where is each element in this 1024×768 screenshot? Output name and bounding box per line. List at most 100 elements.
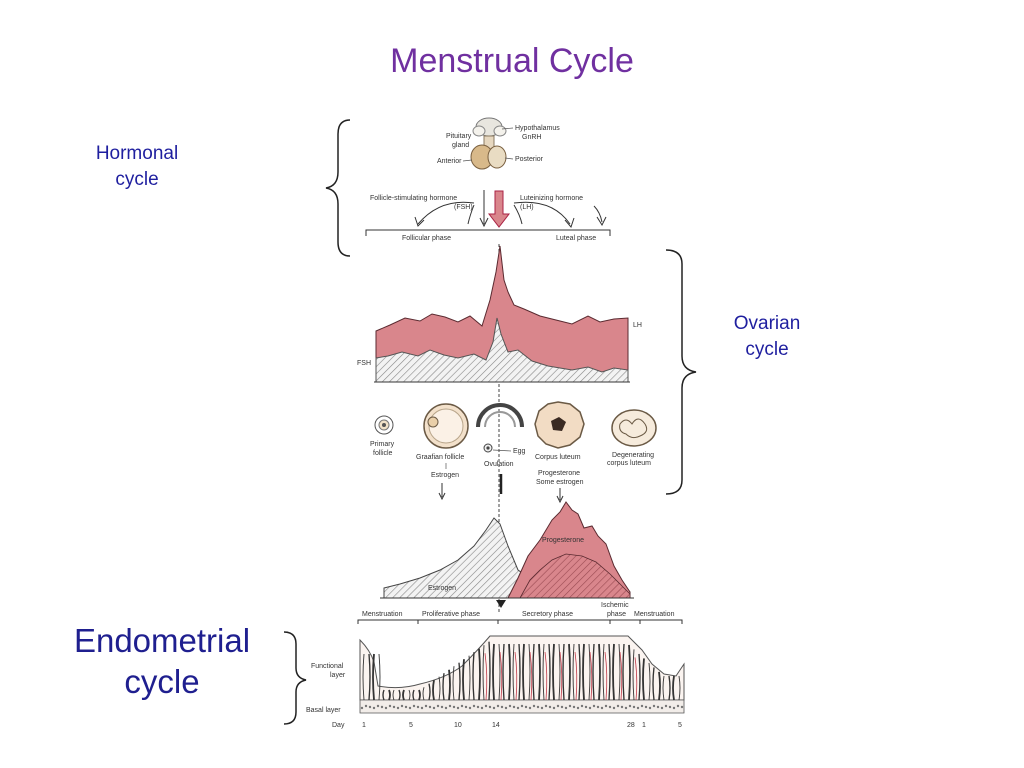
basal-cell — [576, 706, 580, 710]
basal-cell — [568, 704, 572, 708]
gnrh-label: GnRH — [522, 134, 541, 141]
gland-stroke — [622, 643, 625, 701]
blood-vessel — [559, 651, 563, 701]
page-title: Menstrual Cycle — [390, 42, 634, 80]
gland-stroke — [522, 643, 525, 701]
basal-cell — [472, 704, 476, 708]
degenerating-corpus-luteum-icon — [611, 409, 657, 447]
functional-layer-label-2: layer — [330, 672, 346, 679]
basal-cell — [668, 705, 672, 709]
basal-cell — [520, 704, 524, 708]
lh-hormone-label: Luteinizing hormone — [520, 195, 583, 202]
gland-stroke — [368, 653, 371, 701]
basal-cell — [624, 706, 628, 710]
blood-vessel — [574, 651, 578, 701]
basal-cell — [612, 706, 616, 710]
gland-stroke — [518, 643, 521, 701]
gland-stroke — [642, 658, 645, 701]
day-tick-14: 14 — [492, 722, 500, 729]
basal-cell — [388, 704, 392, 708]
basal-cell — [500, 705, 504, 709]
gland-stroke — [502, 643, 505, 701]
gnrh-arrow-icon — [487, 190, 511, 228]
basal-cell — [428, 705, 432, 709]
basal-cell — [452, 705, 456, 709]
hormonal-label-line2: cycle — [115, 168, 159, 190]
basal-cell — [680, 705, 684, 709]
gland-stroke — [512, 643, 515, 701]
corpus-luteum-icon — [534, 401, 585, 449]
progesterone-hatch-area — [519, 553, 631, 599]
gland-stroke — [652, 667, 655, 701]
endometrial-glands — [360, 641, 684, 710]
endometrial-brace — [283, 631, 307, 725]
gland-stroke — [468, 655, 471, 701]
primary-follicle-icon — [374, 415, 394, 435]
basal-cell — [504, 706, 508, 710]
endometrial-label-line1: Endometrial — [73, 622, 251, 659]
day-tick-28: 28 — [627, 722, 635, 729]
gland-stroke — [538, 643, 541, 701]
basal-cell — [384, 706, 388, 710]
progesterone-down-arrow-icon — [556, 488, 564, 504]
ovarian-label-line1: Ovarian — [733, 313, 801, 334]
graafian-follicle-icon — [423, 403, 469, 449]
gland-stroke — [628, 644, 631, 701]
basal-cell — [644, 705, 648, 709]
gland-stroke — [388, 689, 391, 701]
basal-cell — [496, 704, 500, 708]
blood-vessel — [499, 651, 503, 701]
basal-cell — [368, 705, 372, 709]
hormonal-cycle-label: Hormonal cycle — [72, 141, 202, 192]
gland-stroke — [588, 643, 591, 701]
gland-stroke — [362, 653, 365, 701]
gland-stroke — [558, 643, 561, 701]
gland-stroke — [602, 643, 605, 701]
basal-cell — [456, 706, 460, 710]
gland-stroke — [552, 643, 555, 701]
basal-cell — [440, 705, 444, 709]
gland-stroke — [458, 662, 461, 701]
phase-bracket — [365, 229, 611, 236]
gland-stroke — [428, 683, 431, 701]
posterior-label: Posterior — [515, 156, 544, 163]
day-tick-5: 5 — [409, 722, 413, 729]
gland-stroke — [598, 643, 601, 701]
blood-vessel — [589, 651, 593, 701]
degenerating-label: Degenerating — [612, 452, 654, 459]
basal-cell — [416, 705, 420, 709]
graafian-follicle-label: Graafian follicle — [416, 454, 464, 461]
fsh-hormone-label: Follicle-stimulating hormone — [370, 195, 457, 202]
day-tick-1: 1 — [362, 722, 366, 729]
lh-curve-area — [375, 245, 629, 383]
basal-cell — [620, 705, 624, 709]
basal-cell — [656, 705, 660, 709]
basal-cell — [536, 705, 540, 709]
hormonal-label-line1: Hormonal — [95, 143, 179, 164]
gland-stroke — [432, 680, 435, 701]
gland-stroke — [452, 666, 455, 701]
gland-stroke — [612, 643, 615, 701]
luteal-phase-label: Luteal phase — [556, 235, 596, 242]
basal-cell — [604, 704, 608, 708]
gland-stroke — [632, 649, 635, 701]
gland-stroke — [488, 641, 491, 701]
gland-stroke — [648, 662, 651, 701]
ovarian-brace — [665, 249, 697, 495]
gland-stroke — [592, 643, 595, 701]
basal-cell — [492, 706, 496, 710]
gland-stroke — [562, 643, 565, 701]
gland-stroke — [668, 675, 671, 701]
basal-cell — [468, 706, 472, 710]
gland-stroke — [658, 671, 661, 701]
basal-cell — [424, 704, 428, 708]
gland-stroke — [402, 689, 405, 701]
basal-cell — [572, 705, 576, 709]
basal-cell — [628, 704, 632, 708]
blood-vessel — [604, 651, 608, 701]
gland-stroke — [422, 687, 425, 701]
functional-layer-label: Functional — [311, 663, 344, 670]
endometrium-tissue — [359, 635, 685, 714]
phase-menstruation-1: Menstruation — [362, 611, 403, 618]
